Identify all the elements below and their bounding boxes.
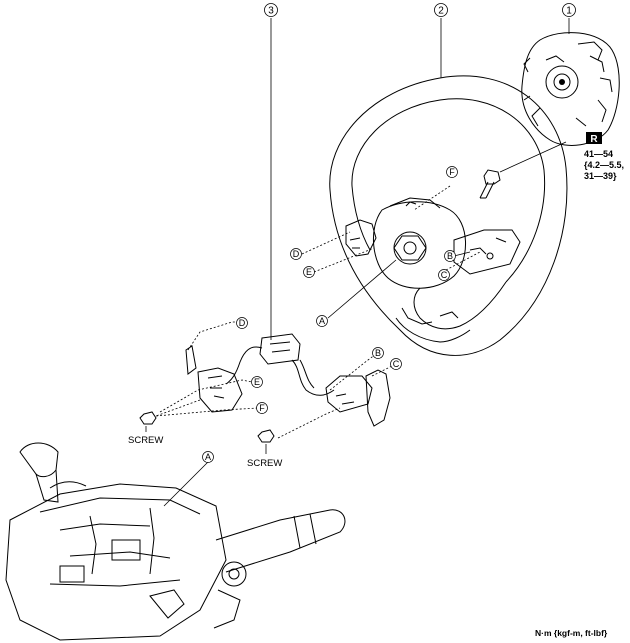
svg-text:A: A <box>205 452 211 462</box>
label-A-column: A <box>202 451 214 463</box>
svg-text:C: C <box>393 359 400 369</box>
leader-E1 <box>313 247 375 273</box>
label-C-switch: C <box>390 358 402 370</box>
callout-1: 1 <box>562 3 576 17</box>
torque-range-kgfm: {4.2—5.5, <box>584 160 625 170</box>
switch-harness <box>185 333 391 427</box>
svg-text:E: E <box>254 377 260 387</box>
svg-text:B: B <box>447 251 453 261</box>
svg-text:R: R <box>590 134 598 145</box>
svg-text:A: A <box>319 316 325 326</box>
callout-3: 3 <box>264 3 278 17</box>
airbag-module <box>521 32 620 146</box>
label-A-wheel: A <box>316 315 328 327</box>
leader-C1 <box>445 251 481 271</box>
leader-screw-left-dot <box>155 399 201 417</box>
leader-E2 <box>159 379 253 413</box>
svg-text:D: D <box>293 249 300 259</box>
label-E-wheel: E <box>303 266 315 278</box>
leader-A1 <box>327 259 397 319</box>
callout-3-text: 3 <box>268 6 274 17</box>
leader-F2 <box>155 407 259 417</box>
torque-range-ftlbf: 31—39} <box>584 171 617 181</box>
screw-label-left: SCREW <box>128 435 164 446</box>
label-D-wheel: D <box>290 248 302 260</box>
leader-D1 <box>301 231 351 255</box>
callout-1-text: 1 <box>566 6 572 17</box>
svg-text:F: F <box>449 167 455 177</box>
label-F-switch: F <box>256 402 268 414</box>
leader-A2 <box>163 461 209 507</box>
callout-2: 2 <box>434 3 448 17</box>
svg-text:D: D <box>239 318 246 328</box>
leader-B1 <box>453 251 471 257</box>
leader-screw-right <box>277 407 341 439</box>
svg-text:E: E <box>306 267 312 277</box>
label-C-wheel: C <box>438 269 450 281</box>
torque-badge: R <box>586 132 602 145</box>
label-B-switch: B <box>372 347 384 359</box>
svg-text:B: B <box>375 348 381 358</box>
svg-text:C: C <box>441 270 448 280</box>
screw-left <box>139 411 157 425</box>
leader-D2 <box>187 321 238 351</box>
label-D-switch: D <box>236 317 248 329</box>
screw-label-right: SCREW <box>247 458 283 469</box>
steering-column <box>5 442 346 641</box>
steering-wheel <box>329 75 568 356</box>
label-E-switch: E <box>251 376 263 388</box>
leader-F1 <box>413 185 451 211</box>
callout-2-text: 2 <box>438 6 444 17</box>
label-F-wheel: F <box>446 166 458 178</box>
leader-B2 <box>329 353 377 391</box>
torque-units: N·m {kgf-m, ft-lbf} <box>535 628 608 638</box>
steering-bolt <box>479 141 567 199</box>
torque-range-nm: 41—54 <box>584 149 614 159</box>
screw-right <box>257 429 275 443</box>
label-B-wheel: B <box>444 250 456 262</box>
svg-text:F: F <box>259 403 265 413</box>
